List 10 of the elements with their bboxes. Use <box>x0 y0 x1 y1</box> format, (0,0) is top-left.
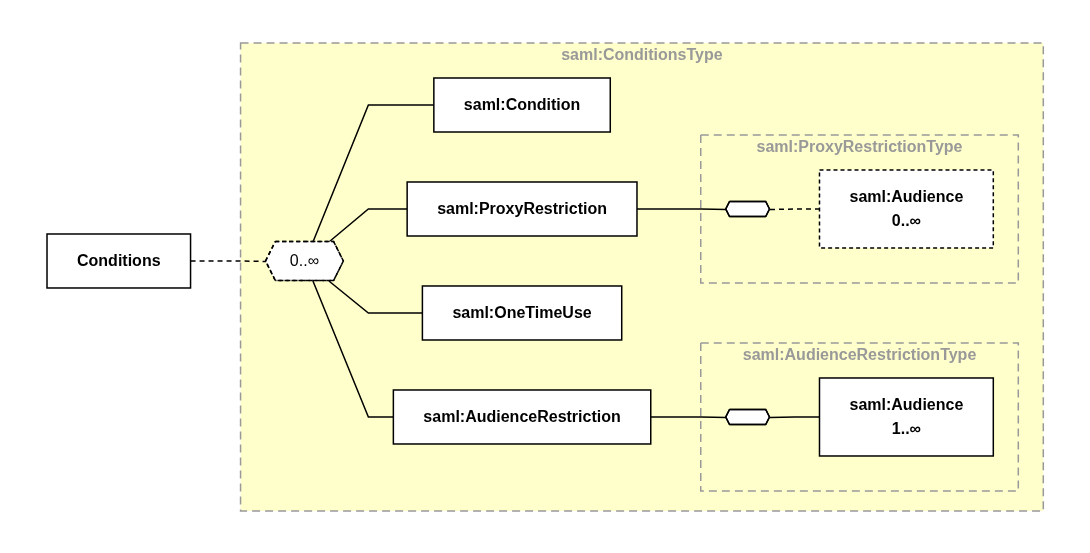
connector <box>328 279 423 314</box>
node-box: saml:Audience 0..∞ <box>818 168 994 249</box>
node-box: saml:Audience 1..∞ <box>818 376 994 457</box>
node-box: Conditions <box>46 232 192 289</box>
connector <box>312 279 394 418</box>
node-box: saml:AudienceRestriction <box>392 388 652 445</box>
node-box: saml:ProxyRestriction <box>406 180 638 237</box>
node-box: saml:Condition <box>432 76 611 133</box>
node-box: saml:OneTimeUse <box>421 284 623 341</box>
connector <box>636 207 727 210</box>
